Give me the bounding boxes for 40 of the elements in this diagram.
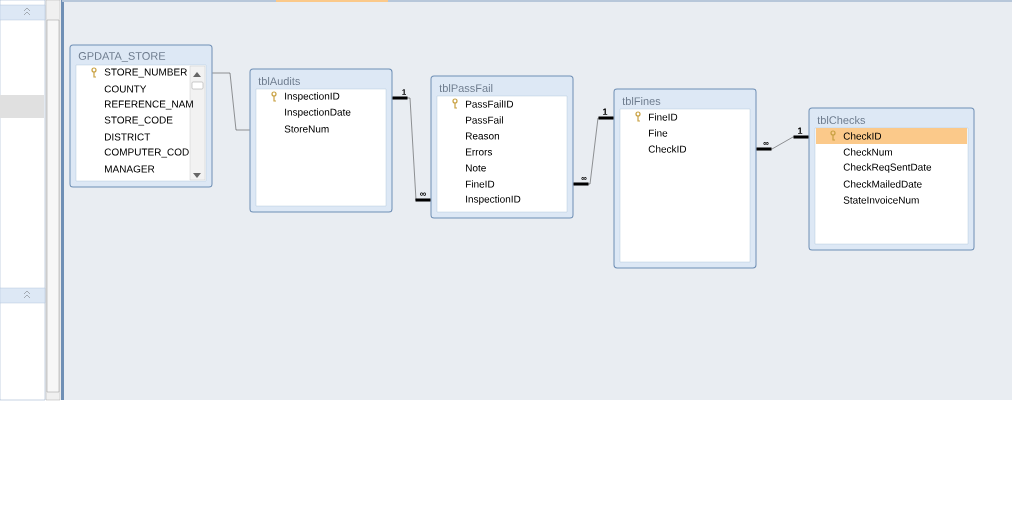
field-name: FineID [649, 113, 678, 121]
field-name: InspectionID [466, 195, 521, 205]
field-name: CheckNum [843, 148, 892, 156]
table-title: tblChecks [817, 115, 866, 125]
field-name: MANAGER [105, 165, 155, 173]
cardinality-label: 1 [603, 108, 608, 115]
field-name: Fine [649, 129, 668, 137]
table-title: GPDATA_STORE [78, 52, 166, 62]
table-title: tblFines [622, 96, 661, 106]
field-name: StateInvoiceNum [843, 196, 919, 204]
field-name: COMPUTER_COD [104, 148, 189, 158]
relationship-line [756, 135, 809, 151]
field-name: DISTRICT [105, 133, 151, 141]
field-name: FineID [466, 180, 495, 188]
cardinality-label: 1 [798, 127, 803, 134]
field-name: Reason [466, 132, 499, 140]
field-name: CheckMailedDate [843, 180, 922, 188]
field-name: StoreNum [284, 125, 329, 133]
field-name: PassFailID [466, 100, 514, 108]
field-name: STORE_CODE [104, 116, 173, 126]
field-name: InspectionID [285, 92, 340, 102]
relationship-line [573, 116, 614, 186]
field-name: Errors [466, 148, 493, 156]
field-name: CheckReqSentDate [843, 163, 932, 173]
relationship-line [212, 72, 250, 131]
field-name: Note [466, 164, 486, 172]
cardinality-label: ∞ [763, 142, 769, 145]
field-name: REFERENCE_NAM [105, 100, 193, 110]
cardinality-label: 1 [402, 89, 406, 95]
field-name: STORE_NUMBER [104, 68, 187, 78]
cardinality-label: ∞ [581, 177, 587, 180]
field-name: InspectionDate [285, 108, 351, 118]
table-title: tblAudits [258, 76, 300, 86]
field-name: CheckID [843, 132, 882, 140]
relationship-line [392, 96, 431, 202]
field-name: COUNTY [104, 85, 147, 93]
field-name: PassFail [466, 116, 503, 124]
cardinality-label: ∞ [420, 192, 426, 196]
field-name: CheckID [648, 145, 687, 153]
table-title: tblPassFail [439, 83, 493, 93]
